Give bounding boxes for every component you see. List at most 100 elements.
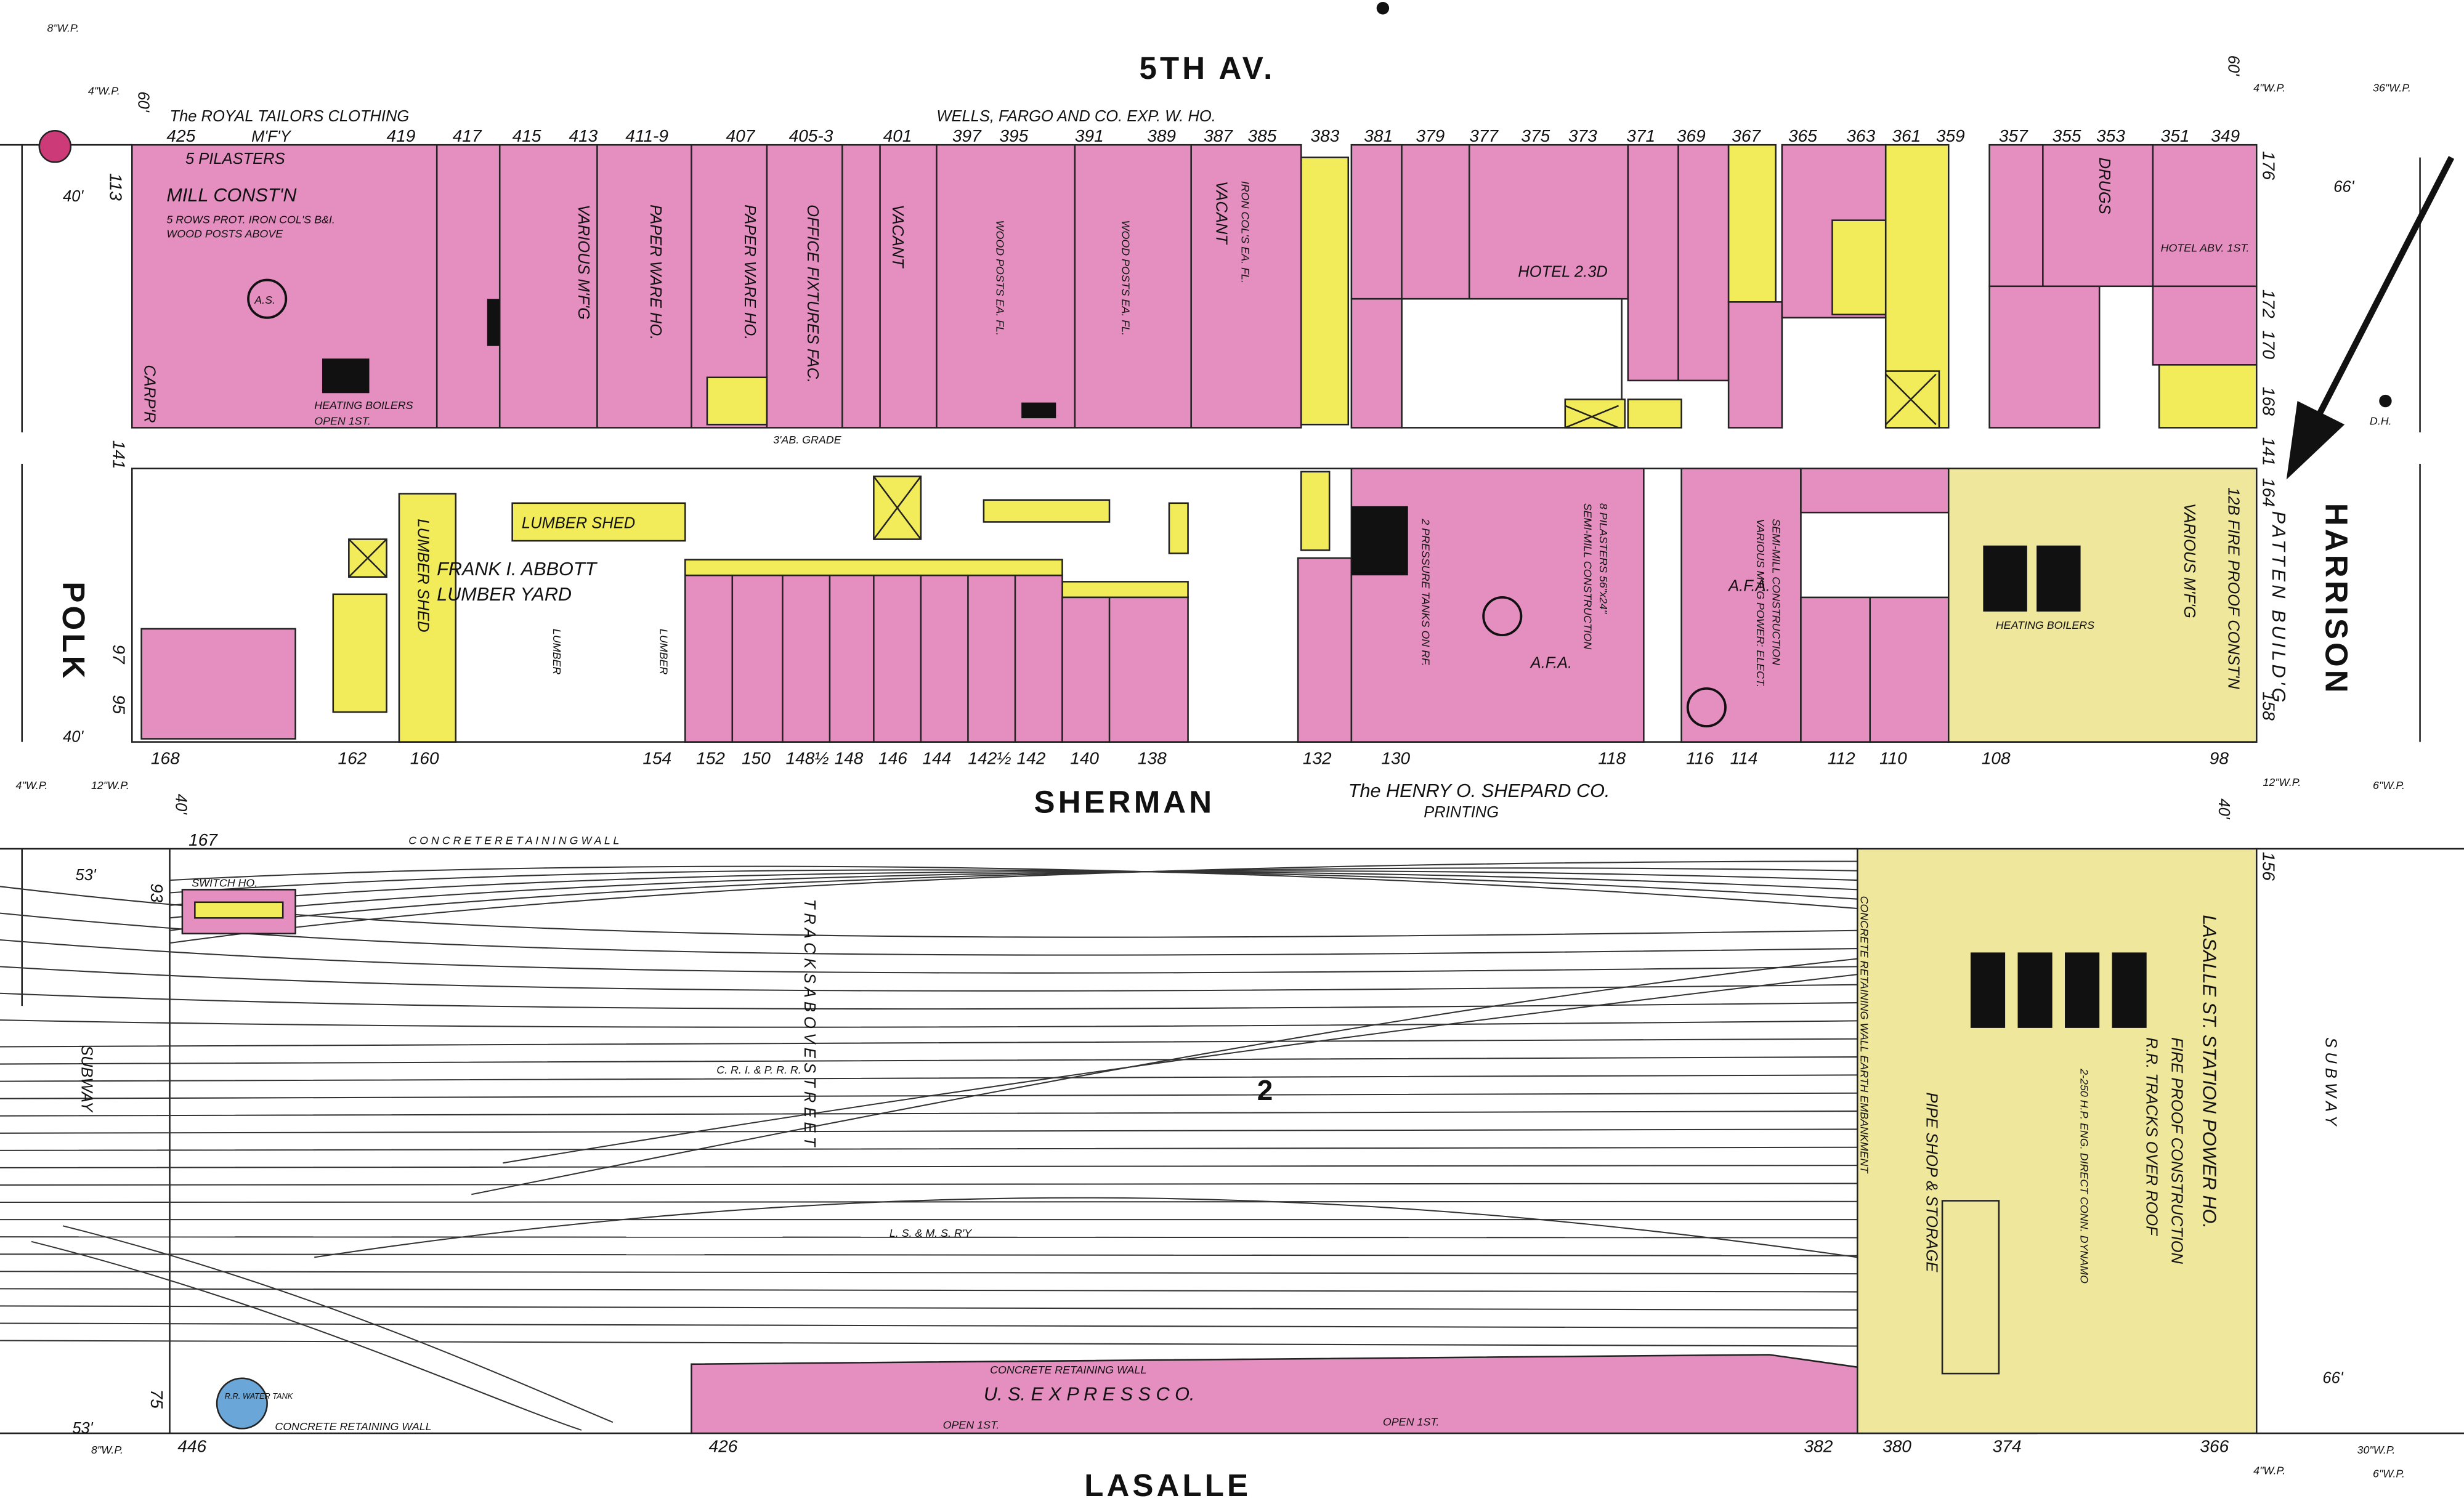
label-retaining-wall: CONCRETE RETAINING WALL bbox=[990, 1364, 1146, 1376]
street-lasalle: LASALLE bbox=[1084, 1468, 1251, 1503]
label-heating-boilers: HEATING BOILERS bbox=[1996, 619, 2094, 631]
railroad-track bbox=[0, 966, 1858, 992]
building-frame bbox=[332, 593, 387, 713]
label-vacant: VACANT bbox=[889, 204, 906, 269]
label-wells-fargo: WELLS, FARGO AND CO. EXP. W. HO. bbox=[936, 108, 1215, 125]
boilers-power-house bbox=[1970, 952, 2147, 1028]
address-number: 141 bbox=[2259, 437, 2278, 466]
address-number: 167 bbox=[188, 830, 218, 849]
address-number: 351 bbox=[2161, 126, 2190, 145]
building-frame bbox=[2158, 364, 2258, 429]
address-number: 382 bbox=[1804, 1437, 1833, 1456]
label-ab-grade: 3'AB. GRADE bbox=[773, 434, 842, 446]
water-pipe-label: 36"W.P. bbox=[2373, 81, 2411, 94]
address-number: 377 bbox=[1469, 126, 1499, 145]
label-pressure-tanks: 2 PRESSURE TANKS ON RF. bbox=[1420, 518, 1432, 666]
building-frame bbox=[1061, 581, 1189, 599]
railroad-track bbox=[169, 870, 1858, 919]
building-frame bbox=[1727, 144, 1777, 303]
railroad-track bbox=[471, 958, 1858, 1195]
address-number: 395 bbox=[999, 126, 1028, 145]
railroad-track bbox=[0, 1183, 1858, 1186]
hydrant-marker bbox=[2379, 394, 2392, 408]
addresses-sides: 176 172 170 168 141 164 158 156 113 141 … bbox=[107, 151, 2279, 1409]
address-number: 113 bbox=[107, 173, 126, 201]
water-pipe-label: D.H. bbox=[2370, 415, 2392, 427]
address-number: 391 bbox=[1075, 126, 1104, 145]
address-number: 374 bbox=[1993, 1437, 2022, 1456]
rail-yard bbox=[0, 848, 2258, 1434]
label-drugs: DRUGS bbox=[2096, 158, 2113, 214]
label-office-fixtures: OFFICE FIXTURES FAC. bbox=[804, 204, 821, 383]
label-lumber: LUMBER bbox=[657, 629, 670, 674]
address-number: 375 bbox=[1521, 126, 1550, 145]
lumber-shed bbox=[511, 502, 686, 542]
address-number: 381 bbox=[1364, 126, 1393, 145]
engine-icon bbox=[487, 299, 500, 346]
water-pipe-label: 4"W.P. bbox=[2253, 1464, 2285, 1476]
width-label: 53' bbox=[75, 867, 96, 884]
label-paper-ware: PAPER WARE HO. bbox=[647, 204, 664, 340]
address-number: 349 bbox=[2211, 126, 2240, 145]
address-number: 357 bbox=[1999, 126, 2028, 145]
address-number: 413 bbox=[569, 126, 598, 145]
address-number: 380 bbox=[1882, 1437, 1911, 1456]
x-marks bbox=[1565, 373, 1937, 429]
building-brick bbox=[1727, 301, 1783, 429]
address-number: 363 bbox=[1846, 126, 1875, 145]
boiler-icon bbox=[1021, 402, 1056, 419]
water-pipe-labels: 8"W.P. 4"W.P. 36"W.P. 4"W.P. 12"W.P. 6"W… bbox=[16, 2, 2411, 1479]
address-number: 353 bbox=[2096, 126, 2125, 145]
address-number: 142 bbox=[1017, 748, 1046, 767]
automatic-sprinkler-icon bbox=[247, 278, 288, 319]
railroad-track bbox=[169, 867, 1858, 931]
label-iron-cols: IRON COL'S EA. FL. bbox=[1239, 181, 1251, 283]
boiler-icon bbox=[1983, 545, 2027, 612]
railroad-track bbox=[0, 939, 1858, 974]
address-number: 144 bbox=[922, 748, 951, 767]
address-number: 359 bbox=[1936, 126, 1965, 145]
label-mill-detail: WOOD POSTS ABOVE bbox=[166, 228, 283, 240]
building-brick bbox=[1297, 557, 1353, 743]
water-pipe-label: 4"W.P. bbox=[88, 85, 120, 97]
address-number: 95 bbox=[110, 695, 129, 714]
address-number: 170 bbox=[2259, 330, 2278, 359]
address-number: 419 bbox=[387, 126, 416, 145]
address-number: 152 bbox=[696, 748, 725, 767]
label-wood-posts: WOOD POSTS EA. FL. bbox=[994, 220, 1006, 336]
address-number: 112 bbox=[1828, 748, 1855, 767]
pipe-shop-outline bbox=[1941, 1200, 2000, 1375]
width-label: 40' bbox=[172, 794, 190, 815]
width-label: 66' bbox=[2333, 179, 2354, 196]
address-number: 93 bbox=[147, 883, 166, 903]
address-number: 426 bbox=[709, 1437, 738, 1456]
label-water-tank: R.R. WATER TANK bbox=[225, 1391, 293, 1401]
address-number: 108 bbox=[1982, 748, 2011, 767]
label-various-mfg: VARIOUS M'F'G POWER: ELECT. bbox=[1754, 519, 1767, 687]
address-number: 361 bbox=[1892, 126, 1921, 145]
label-patten: PATTEN BUILD'G bbox=[2268, 511, 2289, 706]
building-frame bbox=[1300, 156, 1350, 426]
building-frame bbox=[1627, 398, 1682, 429]
address-number: 397 bbox=[952, 126, 982, 145]
address-number: 158 bbox=[2259, 692, 2278, 721]
address-number: 446 bbox=[177, 1437, 206, 1456]
label-lumber: LUMBER bbox=[551, 629, 563, 674]
railroad-track bbox=[62, 1225, 614, 1423]
address-number: 98 bbox=[2210, 748, 2229, 767]
building-brick bbox=[1988, 285, 2101, 429]
water-pipe-label: 4"W.P. bbox=[2253, 81, 2285, 94]
switch-house-frame bbox=[194, 901, 284, 919]
width-label: 40' bbox=[2215, 798, 2232, 819]
water-pipe-label: 4"W.P. bbox=[16, 779, 48, 791]
width-label: 60' bbox=[2224, 55, 2242, 76]
address-number: 367 bbox=[1732, 126, 1761, 145]
railroad-track bbox=[169, 869, 1858, 900]
building-frame bbox=[684, 559, 1063, 576]
address-number: 116 bbox=[1686, 748, 1714, 767]
width-label: 40' bbox=[63, 729, 84, 746]
hydrant-marker bbox=[1376, 2, 1390, 15]
label-open: OPEN 1ST. bbox=[1383, 1415, 1440, 1428]
label-hotel-abv: HOTEL ABV. 1ST. bbox=[2161, 242, 2250, 254]
